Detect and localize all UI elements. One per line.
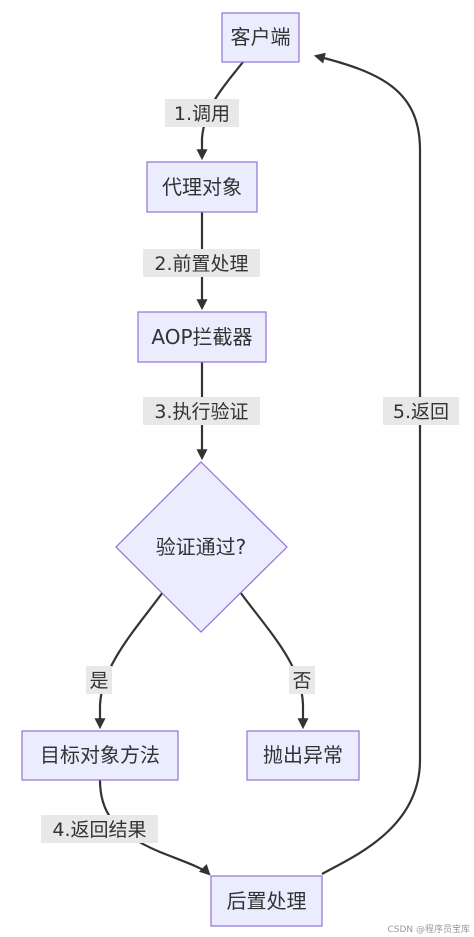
node-throw-label: 抛出异常 xyxy=(263,743,343,767)
edge-label-4-text: 4.返回结果 xyxy=(52,819,146,841)
edge-label-no: 否 xyxy=(289,666,315,694)
node-post-label: 后置处理 xyxy=(227,889,307,913)
edge-label-1-text: 1.调用 xyxy=(174,103,230,125)
node-proxy: 代理对象 xyxy=(146,161,258,213)
edge-label-5-text: 5.返回 xyxy=(393,401,449,423)
node-decision-label: 验证通过? xyxy=(156,535,247,559)
node-proxy-label: 代理对象 xyxy=(162,175,242,199)
edge-label-3: 3.执行验证 xyxy=(143,397,260,425)
edge-decision-yes xyxy=(94,591,164,730)
edge-label-2: 2.前置处理 xyxy=(143,249,260,277)
node-aop-label: AOP拦截器 xyxy=(151,325,252,349)
edge-label-yes-text: 是 xyxy=(89,670,108,692)
edge-label-3-text: 3.执行验证 xyxy=(154,401,248,423)
edge-label-no-text: 否 xyxy=(292,670,311,692)
node-target-label: 目标对象方法 xyxy=(40,743,160,767)
node-aop: AOP拦截器 xyxy=(137,311,267,363)
node-target: 目标对象方法 xyxy=(21,730,179,781)
edge-label-1: 1.调用 xyxy=(165,99,239,127)
edge-label-5: 5.返回 xyxy=(383,397,459,425)
node-post: 后置处理 xyxy=(210,875,323,927)
edge-label-2-text: 2.前置处理 xyxy=(154,253,248,275)
node-client-label: 客户端 xyxy=(231,25,291,49)
node-client: 客户端 xyxy=(221,12,300,63)
edge-label-yes: 是 xyxy=(86,666,112,694)
node-throw: 抛出异常 xyxy=(246,730,360,781)
edge-decision-no xyxy=(239,591,309,730)
node-decision: 验证通过? xyxy=(115,461,288,633)
edge-target-to-post xyxy=(98,779,211,876)
edge-label-4: 4.返回结果 xyxy=(41,815,158,843)
edge-post-to-client xyxy=(313,52,422,875)
watermark-text: CSDN @程序员宝库 xyxy=(387,923,470,935)
